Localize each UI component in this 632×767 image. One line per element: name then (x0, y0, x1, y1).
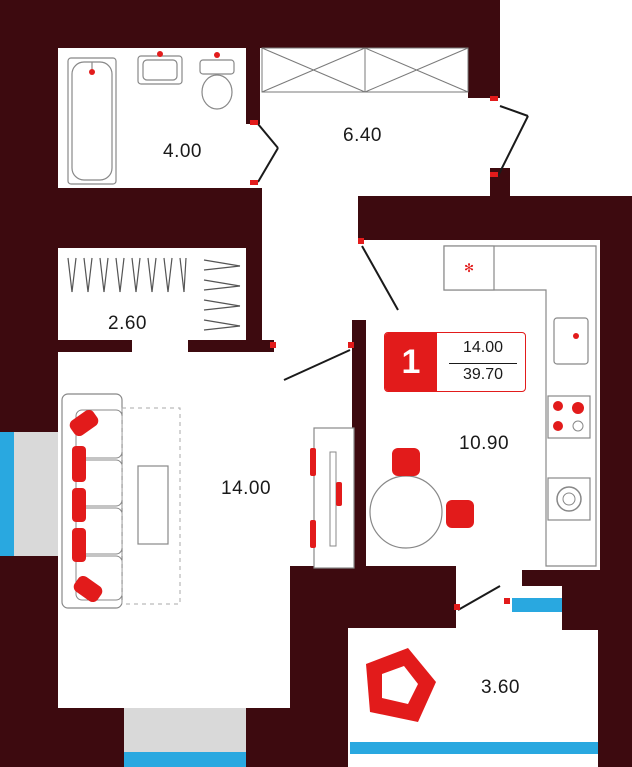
bathtub (67, 57, 117, 185)
rooms-count: 1 (385, 333, 437, 391)
hallway-area: 6.40 (343, 125, 382, 146)
toilet (199, 52, 235, 110)
balcony-window (350, 742, 598, 754)
dining-table (369, 448, 474, 549)
living-window-left (0, 432, 58, 556)
fridge: ✻ (443, 245, 495, 291)
stove (547, 395, 591, 439)
apartment-badge: 1 14.00 39.70 (384, 332, 526, 392)
closet-rods (67, 257, 241, 331)
doors (257, 105, 529, 611)
kitchen-sink (553, 317, 589, 365)
washer (547, 477, 591, 521)
balcony-area: 3.60 (481, 677, 520, 698)
balcony-chair (366, 648, 436, 722)
hallway-wardrobe (261, 47, 469, 93)
door-jambs (250, 96, 510, 610)
living-room-area: 14.00 (221, 478, 272, 499)
sofa (61, 393, 123, 609)
living-window-bottom (124, 708, 246, 767)
bathroom-area: 4.00 (163, 141, 202, 162)
carpet (121, 407, 181, 605)
badge-divider (449, 363, 517, 364)
kitchen-window (512, 598, 562, 612)
svg-text:✻: ✻ (464, 261, 474, 275)
total-area-value: 39.70 (462, 366, 504, 383)
sink-bath (137, 51, 183, 85)
living-area-value: 14.00 (462, 339, 504, 356)
tv-unit (310, 427, 355, 569)
closet-area: 2.60 (108, 313, 147, 334)
kitchen-area: 10.90 (459, 433, 510, 454)
